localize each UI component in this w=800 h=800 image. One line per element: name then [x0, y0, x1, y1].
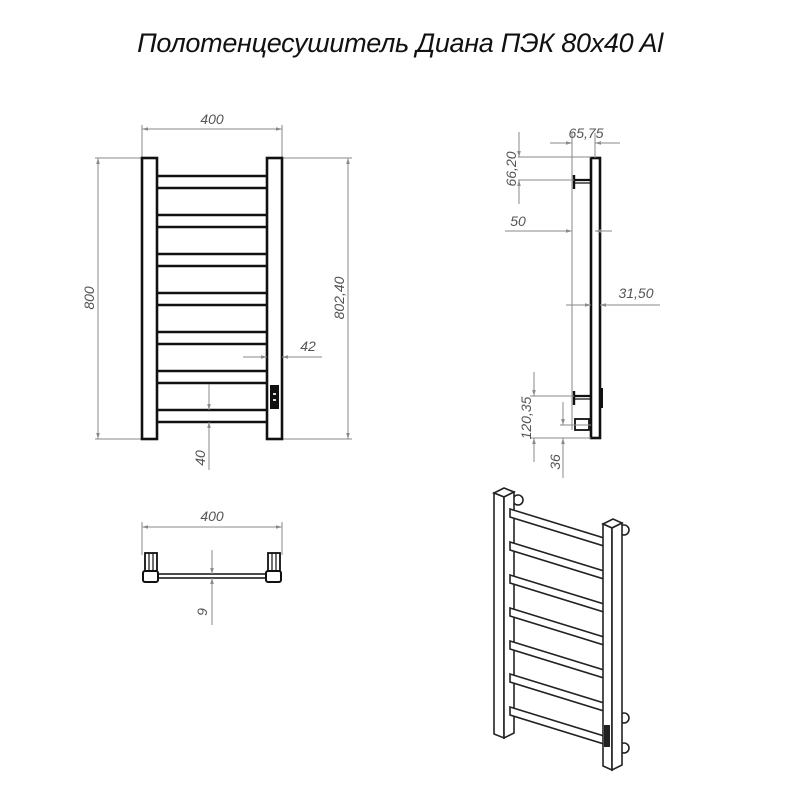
side-view: 65,75 66,20 50 31,50 120,35 36 — [503, 125, 660, 478]
front-total-height-label: 802,40 — [331, 276, 347, 319]
rung-gap-label: 40 — [192, 450, 208, 466]
isometric-view — [492, 487, 630, 772]
top-view: 400 9 — [141, 508, 283, 625]
side-depth-label: 65,75 — [568, 125, 603, 141]
iso-rungs — [509, 507, 605, 746]
front-height-label: 800 — [81, 286, 97, 310]
iso-control-unit — [604, 725, 610, 747]
post-offset-label: 42 — [300, 338, 316, 354]
rungs — [157, 174, 267, 424]
front-width-label: 400 — [200, 111, 224, 127]
control-unit — [270, 385, 279, 409]
rung-thickness-label: 9 — [194, 608, 210, 616]
bottom-bracket-label: 120,35 — [518, 396, 534, 439]
front-view: 400 800 802,40 — [81, 111, 352, 470]
side-post — [589, 156, 602, 440]
top-bracket-label: 66,20 — [503, 151, 519, 186]
top-width-label: 400 — [200, 508, 224, 524]
left-post — [140, 156, 159, 441]
wall-offset-label: 50 — [510, 213, 526, 229]
drawing-title: Полотенцесушитель Диана ПЭК 80x40 Al — [137, 28, 663, 58]
right-post — [265, 156, 284, 441]
post-depth-label: 31,50 — [618, 285, 653, 301]
cable-label: 36 — [547, 454, 563, 470]
